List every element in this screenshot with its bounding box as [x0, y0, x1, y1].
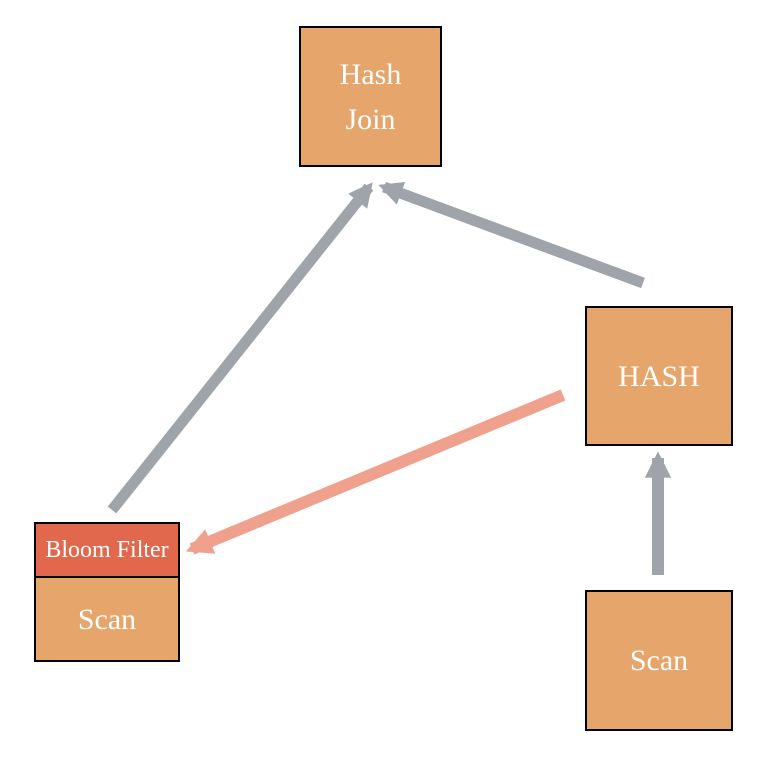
node-hash-label: HASH: [618, 359, 700, 393]
arrow-hash-to-hash-join: [378, 181, 645, 289]
node-bloom-filter-label: Bloom Filter: [45, 536, 169, 563]
arrow-hash-to-bloom-filter: [185, 389, 566, 555]
node-hash: HASH: [585, 306, 733, 446]
node-hash-join: Hash Join: [299, 26, 442, 167]
node-scan-right: Scan: [585, 590, 733, 731]
arrow-scan-left-to-hash-join: [107, 182, 374, 514]
node-scan-with-bloom-filter: Bloom Filter Scan: [34, 522, 180, 662]
node-hash-join-label: Hash Join: [339, 57, 402, 136]
node-bloom-filter: Bloom Filter: [36, 524, 178, 578]
node-scan-right-label: Scan: [629, 644, 689, 677]
node-scan-left-label: Scan: [77, 602, 137, 636]
node-scan-left: Scan: [36, 578, 178, 660]
